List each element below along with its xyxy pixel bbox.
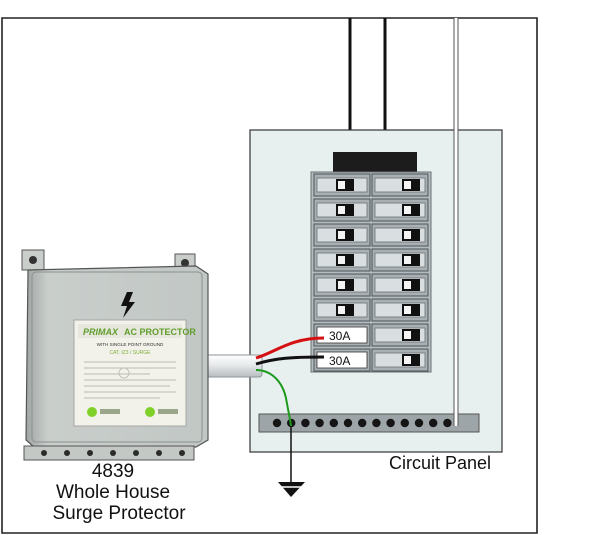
breaker-left-7: 30A	[313, 323, 371, 347]
breaker-bank: 30A 30A	[313, 173, 429, 372]
flange-hole	[87, 450, 93, 456]
bus-screw	[414, 418, 424, 428]
surge-caption-line-3: Surge Protector	[52, 503, 186, 524]
flange-hole	[64, 450, 70, 456]
breaker-left-6	[313, 298, 371, 322]
breaker-left-4	[313, 248, 371, 272]
bus-screw	[315, 418, 324, 428]
brand-label: PRIMAX	[83, 327, 119, 337]
bus-screw	[372, 418, 381, 428]
bus-screw	[272, 418, 282, 428]
circuit-panel: 30A 30A	[249, 129, 503, 453]
wall-outline	[1, 17, 538, 534]
ground-bus-bar	[258, 413, 480, 433]
breaker-right-4	[371, 248, 429, 272]
flange-hole	[41, 450, 47, 456]
bus-screw	[429, 418, 438, 428]
certification-mark-icon	[118, 367, 130, 379]
breaker-right-2	[371, 198, 429, 222]
surge-protector: PRIMAX AC PROTECTOR WITH SINGLE POINT GR…	[21, 249, 209, 461]
breaker-rating-label: 30A	[329, 329, 350, 343]
surge-caption: 4839 Whole House Surge Protector	[52, 461, 186, 524]
breaker-left-1	[313, 173, 371, 197]
bus-screw	[329, 418, 338, 428]
product-label-text: AC PROTECTOR	[124, 327, 196, 337]
panel-caption: Circuit Panel	[389, 453, 491, 473]
bus-screw	[301, 418, 310, 428]
breaker-right-3	[371, 223, 429, 247]
bus-screw	[343, 418, 353, 428]
label-line: WITH SINGLE POINT GROUND	[97, 342, 164, 347]
label-sub: CAT. IZ3 / SURGE	[109, 350, 151, 356]
mounting-flange	[41, 450, 185, 456]
indicator-light-left	[87, 407, 97, 417]
bus-bar-screws	[272, 418, 452, 428]
bus-screw	[358, 418, 367, 428]
bus-screw	[386, 418, 395, 428]
bus-screw	[400, 418, 409, 428]
breaker-right-5	[371, 273, 429, 297]
breaker-left-2	[313, 198, 371, 222]
flange-hole	[179, 450, 185, 456]
surge-wires	[255, 336, 325, 427]
bus-screw	[443, 418, 452, 428]
flange-hole	[133, 450, 139, 456]
breaker-right-7	[371, 323, 429, 347]
surge-caption-line-1: 4839	[92, 461, 134, 482]
breaker-left-3	[313, 223, 371, 247]
conduit	[205, 354, 263, 378]
breaker-right-6	[371, 298, 429, 322]
breaker-left-8: 30A	[313, 348, 371, 372]
main-bus-bar	[333, 152, 417, 174]
flange-hole	[156, 450, 162, 456]
breaker-right-8	[371, 348, 429, 372]
breaker-right-1	[371, 173, 429, 197]
label-fine-print	[84, 361, 176, 399]
surge-caption-line-2: Whole House	[56, 482, 170, 503]
lightning-bolt-icon	[121, 292, 135, 318]
breaker-rating-label: 30A	[329, 354, 350, 368]
flange-hole	[110, 450, 116, 456]
ground-icon	[278, 426, 305, 497]
panel-caption-text: Circuit Panel	[389, 453, 491, 473]
breaker-left-5	[313, 273, 371, 297]
indicator-light-right	[145, 407, 155, 417]
